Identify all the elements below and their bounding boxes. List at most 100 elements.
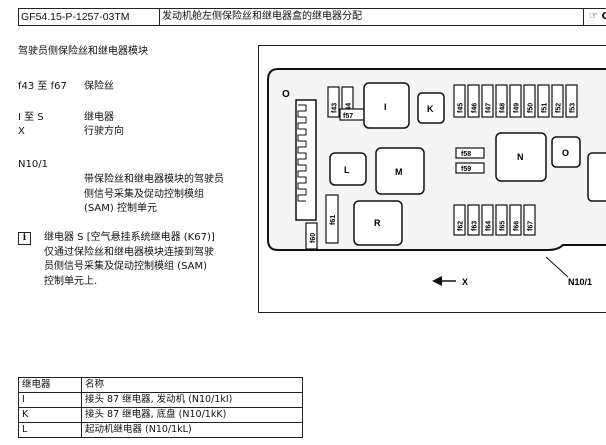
relay-label: R xyxy=(374,218,381,228)
relay-table: 继电器 名称 I 接头 87 继电器, 发动机 (N10/1kI) K 接头 8… xyxy=(18,377,303,438)
fuse-f62 xyxy=(453,204,466,236)
table-cell: I xyxy=(18,392,82,408)
fuse-label: f60 xyxy=(310,233,317,243)
fuse-f50 xyxy=(523,84,536,118)
direction-label: X xyxy=(462,277,468,287)
fuse-label: f63 xyxy=(472,221,479,231)
fuse-label: f59 xyxy=(461,166,471,173)
legend-key-fuses: f43 至 f67 xyxy=(18,81,67,92)
fuse-label: f53 xyxy=(570,103,577,113)
document-code: GF54.15-P-1257-03TM xyxy=(19,9,160,25)
fuse-label: f57 xyxy=(343,113,353,120)
table-cell: 接头 87 继电器, 底盘 (N10/1kK) xyxy=(81,407,303,423)
fuse-label: f43 xyxy=(332,103,339,113)
fuse-f60 xyxy=(305,222,318,250)
fuse-f45 xyxy=(453,84,466,118)
fuse-label: f45 xyxy=(458,103,465,113)
table-header-cell: 名称 xyxy=(81,377,303,393)
fuse-f61 xyxy=(325,194,339,244)
relay-label: I xyxy=(384,102,387,112)
relay-label: O xyxy=(562,148,569,158)
info-note-line: 员侧信号采集及促动控制模组 (SAM) xyxy=(44,261,207,272)
fuse-label: f52 xyxy=(556,103,563,113)
fuse-label: f62 xyxy=(458,221,465,231)
left-connector xyxy=(295,99,317,221)
legend-desc-fuses: 保险丝 xyxy=(84,81,114,92)
fuse-label: f46 xyxy=(472,103,479,113)
fuse-f51 xyxy=(537,84,550,118)
fuse-label: f47 xyxy=(486,103,493,113)
fuse-f67 xyxy=(523,204,536,236)
table-row: K 接头 87 继电器, 底盘 (N10/1kK) xyxy=(18,407,303,423)
info-note: 继电器 S [空气悬挂系统继电器 (K67)] 仅通过保险丝和继电器模块连接到驾… xyxy=(44,231,215,289)
fuse-label: f48 xyxy=(500,103,507,113)
n10-callout: N10/1 xyxy=(568,277,592,287)
fuse-f48 xyxy=(495,84,508,118)
table-row: L 起动机继电器 (N10/1kL) xyxy=(18,422,303,438)
relay-M xyxy=(375,147,425,195)
fuse-f64 xyxy=(481,204,494,236)
table-header-row: 继电器 名称 xyxy=(18,377,303,393)
info-note-line: 继电器 S [空气悬挂系统继电器 (K67)] xyxy=(44,232,215,243)
fuse-f63 xyxy=(467,204,480,236)
relay-label: L xyxy=(344,165,350,175)
fuse-label: f64 xyxy=(486,221,493,231)
table-header-cell: 继电器 xyxy=(18,377,82,393)
fuse-f58 xyxy=(455,147,485,159)
fuse-label: f44 xyxy=(346,103,353,113)
relay-N xyxy=(495,132,547,182)
fuse-f49 xyxy=(509,84,522,118)
fuse-label: f58 xyxy=(461,151,471,158)
section-title: 驾驶员侧保险丝和继电器模块 xyxy=(18,46,148,57)
brand-logo: ☞ G xyxy=(585,9,606,25)
relay-partial xyxy=(587,152,606,202)
n10-desc-line: 侧信号采集及促动控制模组 xyxy=(84,188,204,200)
legend-desc-direction: 行驶方向 xyxy=(84,126,124,137)
table-cell: 接头 87 继电器, 发动机 (N10/1kI) xyxy=(81,392,303,408)
logo-letter: G xyxy=(601,11,606,22)
relay-label: K xyxy=(427,104,434,114)
table-cell: 起动机继电器 (N10/1kL) xyxy=(81,422,303,438)
fuse-f46 xyxy=(467,84,480,118)
table-cell: L xyxy=(18,422,82,438)
n10-description: 带保险丝和继电器模块的驾驶员 侧信号采集及促动控制模组 (SAM) 控制单元 xyxy=(84,173,224,217)
direction-arrow-icon xyxy=(432,276,442,286)
relay-R xyxy=(353,200,403,246)
fuse-label: f50 xyxy=(528,103,535,113)
table-row: I 接头 87 继电器, 发动机 (N10/1kI) xyxy=(18,392,303,408)
n10-desc-line: 带保险丝和继电器模块的驾驶员 xyxy=(84,174,224,185)
legend-key-relays: I 至 S xyxy=(18,112,44,123)
fuse-label: f51 xyxy=(542,103,549,113)
fuse-label: f67 xyxy=(528,221,535,231)
relay-K xyxy=(417,92,445,124)
fuse-label: f66 xyxy=(514,221,521,231)
fuse-f66 xyxy=(509,204,522,236)
fuse-relay-box-diagram: O f43 f44 f45 f46 f47 f48 f49 f50 f51 f52 f53 f62… xyxy=(258,45,606,313)
fuse-f65 xyxy=(495,204,508,236)
fuse-f53 xyxy=(565,84,578,118)
hand-pointer-icon: ☞ xyxy=(589,11,598,22)
legend-key-direction: X xyxy=(18,126,25,137)
fuse-f52 xyxy=(551,84,564,118)
connector-marker: O xyxy=(282,89,290,100)
n10-desc-line: (SAM) 控制单元 xyxy=(84,203,157,214)
fuse-f59 xyxy=(455,162,485,174)
table-cell: K xyxy=(18,407,82,423)
legend-desc-relays: 继电器 xyxy=(84,112,114,123)
info-note-line: 仅通过保险丝和继电器模块连接到驾驶 xyxy=(44,246,214,258)
document-title: 发动机舱左侧保险丝和继电器盒的继电器分配 xyxy=(159,9,584,25)
relay-I xyxy=(363,82,410,129)
relay-L xyxy=(329,152,367,186)
document-header: GF54.15-P-1257-03TM 发动机舱左侧保险丝和继电器盒的继电器分配… xyxy=(18,8,606,26)
legend-key-n10: N10/1 xyxy=(18,159,48,170)
fuse-label: f65 xyxy=(500,221,507,231)
fuse-f43 xyxy=(327,86,340,118)
fuse-label: f49 xyxy=(514,103,521,113)
info-note-line: 控制单元上. xyxy=(44,275,98,287)
info-icon: i xyxy=(18,232,31,245)
relay-O xyxy=(551,136,581,168)
fuse-label: f61 xyxy=(330,215,337,225)
fuse-f47 xyxy=(481,84,494,118)
relay-label: M xyxy=(395,167,403,177)
relay-label: N xyxy=(517,152,524,162)
